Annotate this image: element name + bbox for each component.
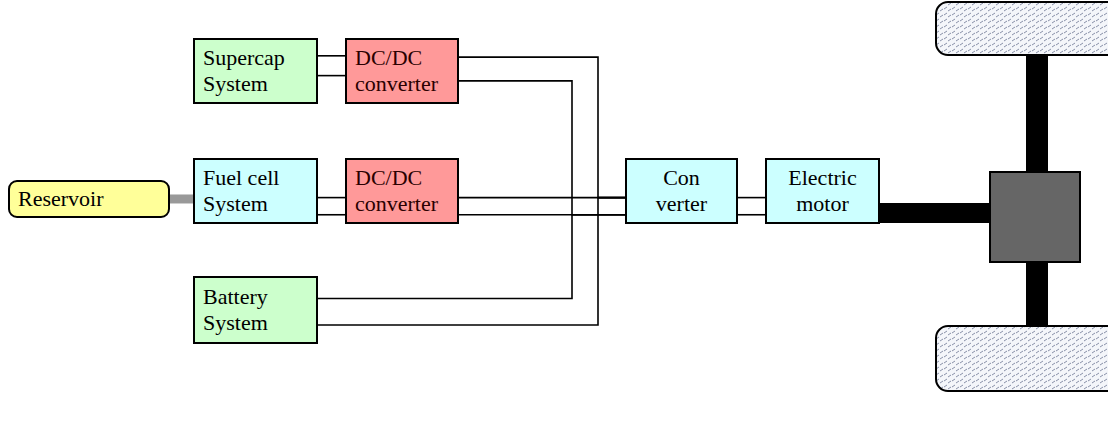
motor-box: Electric motor	[765, 158, 880, 224]
converter-box: DC/DC converter	[345, 158, 459, 224]
box-label: Con verter	[646, 165, 718, 217]
wire	[459, 81, 625, 215]
wire	[318, 55, 345, 57]
wheel	[936, 2, 1108, 55]
wire	[318, 75, 345, 77]
wire	[459, 57, 625, 197]
wire-connector	[318, 198, 345, 215]
box-label: Fuel cell System	[203, 165, 308, 217]
wire-connector	[459, 198, 625, 215]
wire-connector	[318, 56, 345, 76]
wire	[738, 214, 765, 216]
fuel-cell-box: Fuel cell System	[193, 158, 318, 224]
box-label: Reservoir	[18, 186, 160, 212]
wire-connector	[459, 57, 625, 215]
box-label: Supercap System	[203, 45, 308, 97]
storage-box: Battery System	[193, 276, 318, 344]
wire-connector	[170, 198, 193, 199]
converter-box: DC/DC converter	[345, 38, 459, 104]
inverter-box: Con verter	[625, 158, 738, 224]
box-label: DC/DC converter	[355, 165, 449, 217]
box-label: Electric motor	[775, 165, 870, 217]
wire	[318, 215, 625, 299]
box-label: Battery System	[203, 284, 308, 336]
fuel-pipe	[170, 194, 193, 203]
wire-connector	[738, 198, 765, 215]
box-label: DC/DC converter	[355, 45, 449, 97]
wire	[318, 214, 345, 216]
wire	[738, 197, 765, 199]
wire	[318, 197, 345, 199]
drive-shaft	[879, 203, 991, 223]
reservoir-box: Reservoir	[8, 180, 170, 218]
differential	[990, 172, 1080, 262]
wheel	[936, 326, 1108, 391]
storage-box: Supercap System	[193, 38, 318, 104]
